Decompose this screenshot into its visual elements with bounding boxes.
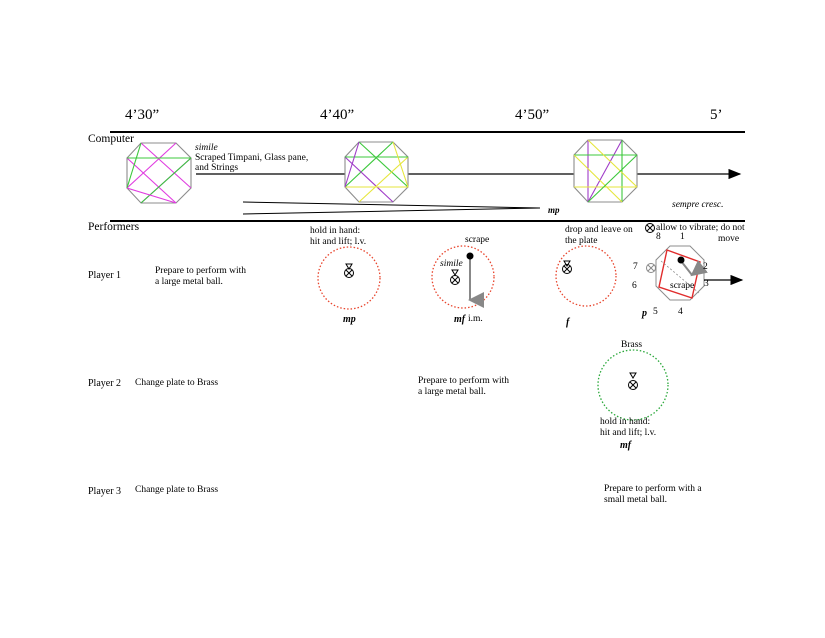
octagon-number-7: 7 (633, 262, 638, 272)
player1-event2-dynamic: mf (454, 314, 466, 325)
player1-event2-simile: simile (440, 259, 463, 269)
player2-instruction: Change plate to Brass (135, 378, 219, 388)
player1-instruction-line1: Prepare to perform with (155, 266, 247, 276)
section-label-computer: Computer (88, 133, 134, 145)
computer-dynamic: mp (548, 205, 560, 215)
player1-event4-dynamic: p (642, 308, 647, 319)
octagon-number-3: 3 (704, 279, 709, 289)
player1-event3-dynamic: f (566, 317, 570, 328)
player1-event3-line2: the plate (565, 236, 598, 246)
scrape-gesture (466, 252, 484, 308)
player1-event1-line1: hold in hand: (310, 226, 361, 236)
player3-prepare-line1: Prepare to perform with a (604, 484, 702, 494)
player3-instruction: Change plate to Brass (135, 485, 219, 495)
crescendo-hairpin (242, 201, 541, 215)
player1-event4-scrape: scrape (670, 281, 695, 291)
player1-event1-line2: hit and lift; l.v. (310, 237, 367, 247)
player3-label: Player 3 (88, 486, 122, 497)
player2-event-dynamic: mf (620, 440, 632, 451)
section-label-performers: Performers (88, 221, 140, 233)
player1-event4-text: allow to vibrate; do not (656, 223, 745, 233)
octagon-number-1: 1 (680, 232, 685, 242)
player1-event2-scrape: scrape (465, 235, 490, 245)
time-marker-450: 4’50” (515, 107, 550, 123)
octagon-number-8: 8 (656, 232, 661, 242)
player1-event1-dynamic: mp (343, 314, 356, 325)
player2-prepare-line1: Prepare to perform with (418, 376, 510, 386)
strike-marker-1 (344, 263, 354, 278)
strike-marker-3 (562, 260, 572, 274)
octagon-pattern-3 (573, 139, 638, 203)
vibrate-symbol (645, 223, 655, 233)
octagon-number-6: 6 (632, 281, 637, 291)
player1-plate-3 (555, 245, 617, 307)
computer-simile: simile (195, 143, 218, 153)
player2-label: Player 2 (88, 378, 122, 389)
player1-instruction-line2: a large metal ball. (155, 277, 223, 287)
strike-marker-2 (450, 269, 460, 285)
player2-event-line1: hold in hand: (600, 417, 651, 427)
time-marker-430: 4’30” (125, 107, 160, 123)
player1-event3-line1: drop and leave on (565, 225, 633, 235)
player1-plate-1 (317, 246, 381, 310)
player3-prepare-line2: small metal ball. (604, 495, 668, 505)
player1-octagon-plate (646, 245, 708, 301)
player1-event2-suffix: i.m. (468, 314, 483, 324)
computer-sound-line1: Scraped Timpani, Glass pane, (195, 153, 309, 163)
time-marker-5: 5’ (710, 107, 723, 123)
octagon-number-4: 4 (678, 307, 683, 317)
octagon-number-2: 2 (703, 262, 708, 272)
octagon-number-5: 5 (653, 307, 658, 317)
player1-label: Player 1 (88, 270, 122, 281)
player1-event4-text2: move (718, 234, 740, 244)
octagon-pattern-1 (126, 142, 192, 204)
octagon-pattern-2 (344, 141, 409, 203)
player2-event-line2: hit and lift; l.v. (600, 428, 657, 438)
time-marker-440: 4’40” (320, 107, 355, 123)
player1-plate-2 (431, 245, 495, 309)
player2-plate-label: Brass (621, 340, 643, 350)
computer-sempre-cresc: sempre cresc. (672, 200, 724, 210)
player2-prepare-line2: a large metal ball. (418, 387, 486, 397)
strike-marker-player2 (628, 372, 638, 390)
player2-plate (597, 349, 669, 421)
computer-sound-line2: and Strings (195, 163, 239, 173)
